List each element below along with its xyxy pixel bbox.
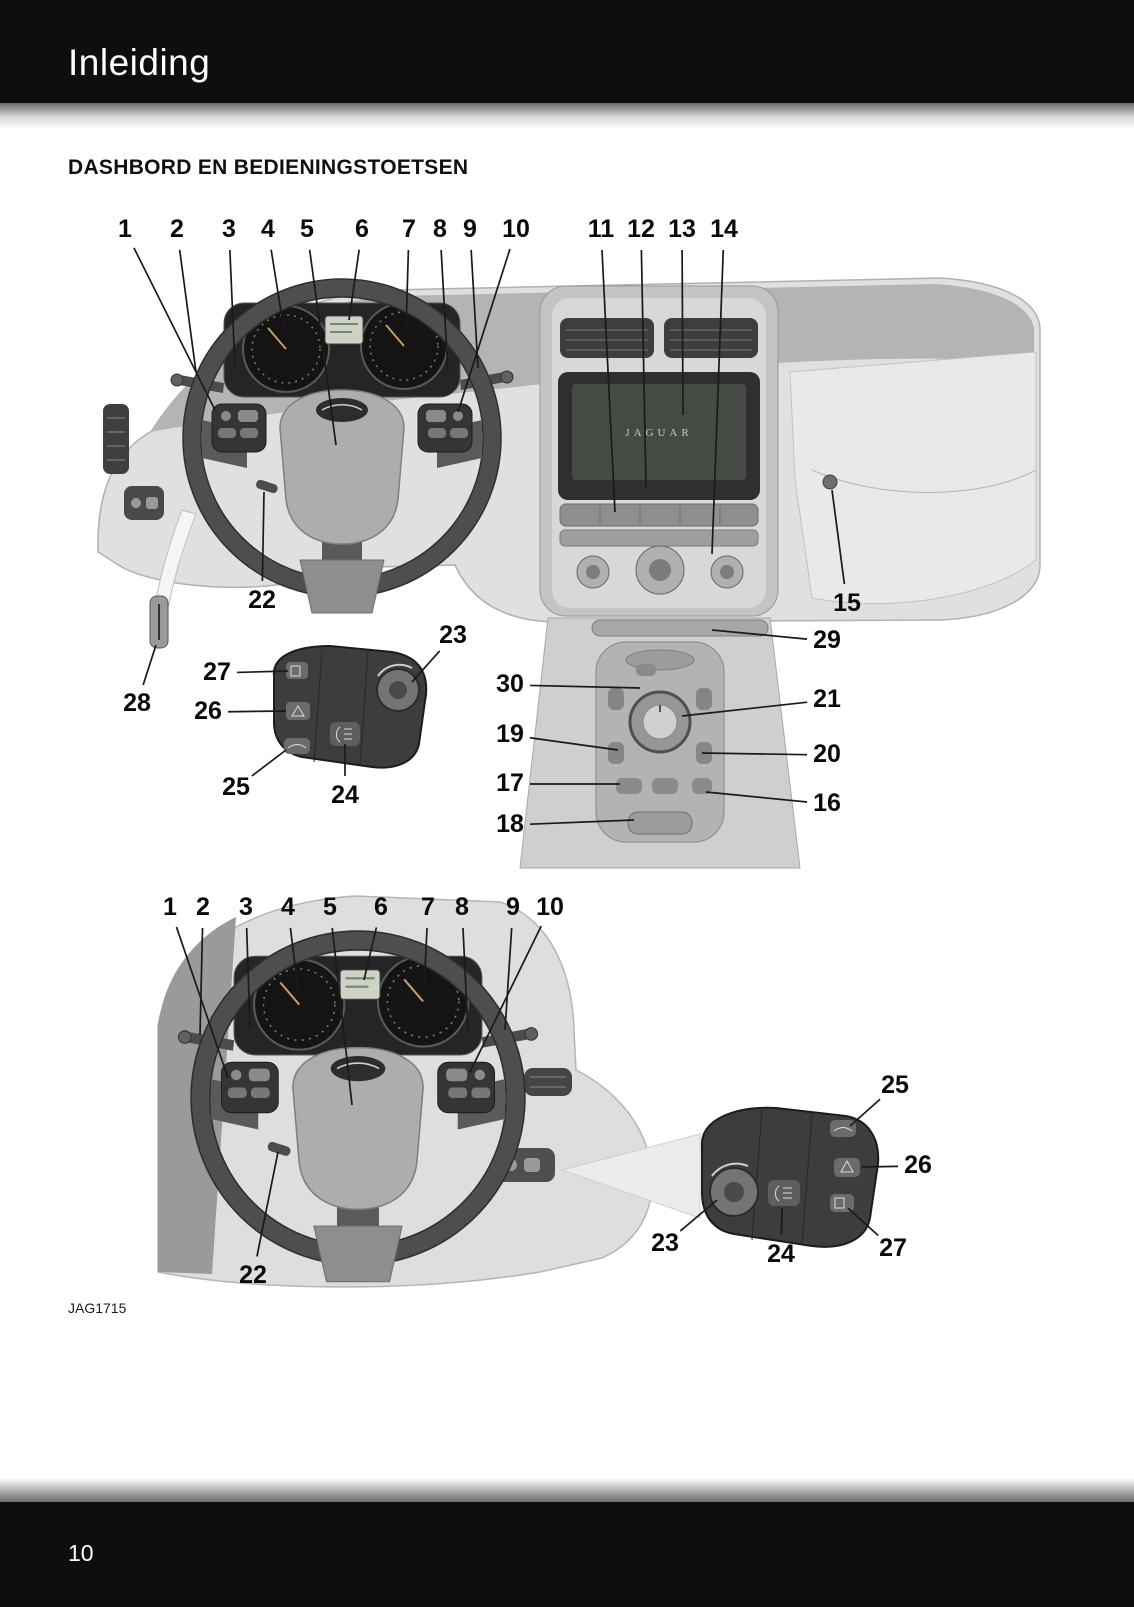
light-rotary-knob: [376, 663, 420, 712]
footer-gradient: [0, 1478, 1134, 1502]
start-button: [636, 664, 656, 676]
window-switch: [627, 811, 693, 835]
climate-controls: [576, 545, 744, 595]
page-title: Inleiding: [68, 42, 211, 83]
fog-light-button: [330, 722, 360, 746]
boot-release-button-2: [830, 1120, 856, 1137]
boot-release-button: [284, 738, 310, 754]
hazard-button: [286, 702, 310, 720]
light-switch-pod: [272, 644, 428, 769]
air-vent-left: [103, 404, 129, 474]
page-number: 10: [68, 1540, 94, 1566]
hazard-button-2: [834, 1158, 860, 1177]
gear-selector: [628, 690, 692, 754]
nav-screen: JAGUAR: [558, 372, 760, 500]
console-lid: [591, 619, 769, 637]
header-bar: [0, 0, 1134, 103]
fog-light-button-2: [768, 1180, 800, 1206]
figure2-steering-wheel: [157, 895, 880, 1287]
fuel-flap-button-2: [830, 1194, 854, 1212]
fuel-flap-button: [286, 662, 308, 679]
side-air-vent: [524, 1068, 572, 1096]
center-console: JAGUAR: [539, 285, 779, 617]
screen-brand-text: JAGUAR: [625, 427, 692, 439]
center-tunnel: [519, 617, 801, 869]
key-barrel: [149, 509, 197, 649]
figure-caption: JAG1715: [68, 1300, 127, 1316]
lower-left-switch-pod: [124, 486, 164, 520]
glovebox-area: [789, 351, 1037, 605]
audio-controls: [559, 503, 759, 547]
light-switch-pod-enlarged: [700, 1106, 880, 1248]
magnify-beam: [560, 1133, 701, 1219]
figure1-dashboard: JAGUAR: [97, 278, 1041, 869]
light-rotary-knob-2: [709, 1162, 759, 1217]
glovebox-release-button: [822, 474, 838, 490]
section-title: DASHBORD EN BEDIENINGSTOETSEN: [68, 156, 469, 179]
header-gradient: [0, 103, 1134, 129]
footer-bar: [0, 1502, 1134, 1607]
